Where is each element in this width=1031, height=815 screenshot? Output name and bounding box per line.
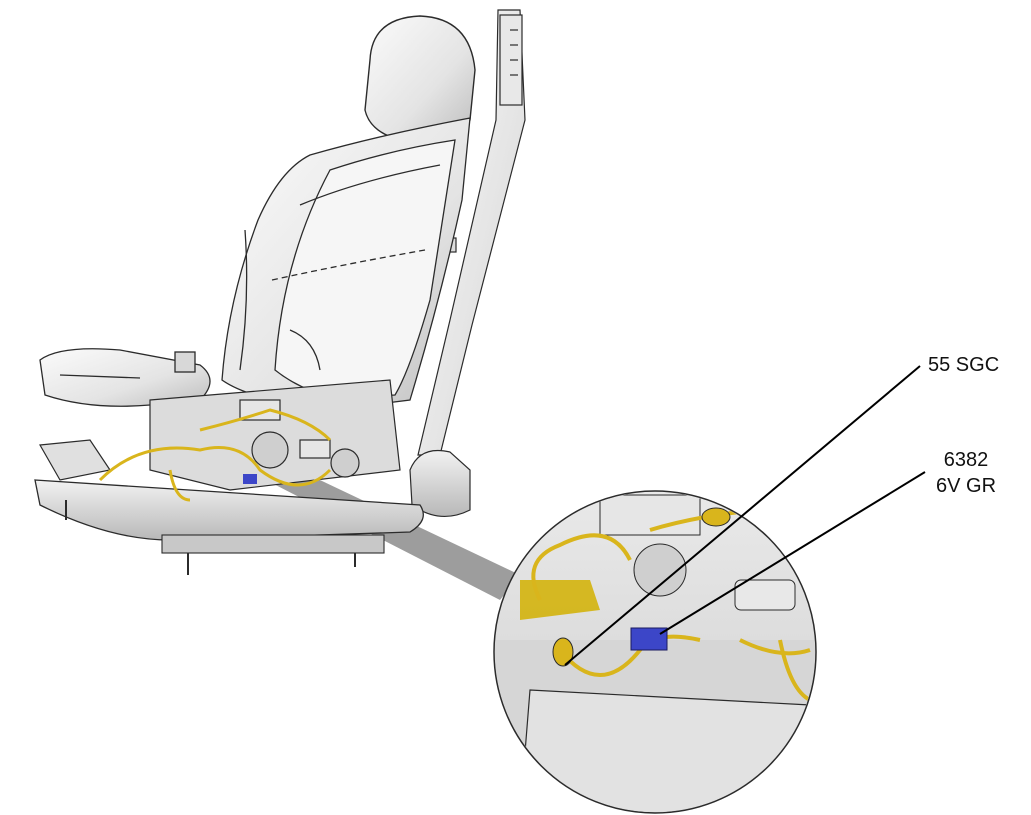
detail-connector xyxy=(630,627,668,651)
seat-connector xyxy=(243,474,257,484)
seat-frame xyxy=(39,379,401,491)
callout-6382-gauge: 6V GR xyxy=(936,475,997,497)
leader-line-6382 xyxy=(659,471,926,635)
leader-line-55 xyxy=(564,365,921,666)
seat-cushion xyxy=(39,348,211,407)
callout-6382-circuit: 6382 xyxy=(943,449,989,471)
callout-55-sgc: 55 SGC xyxy=(928,354,1000,376)
callout-6382: 6382 6V GR xyxy=(936,447,996,499)
seat-track xyxy=(161,534,385,554)
seat-back xyxy=(221,117,471,411)
seat-harness xyxy=(98,408,332,502)
headrest xyxy=(364,15,476,141)
detail-magnifier xyxy=(493,490,817,814)
